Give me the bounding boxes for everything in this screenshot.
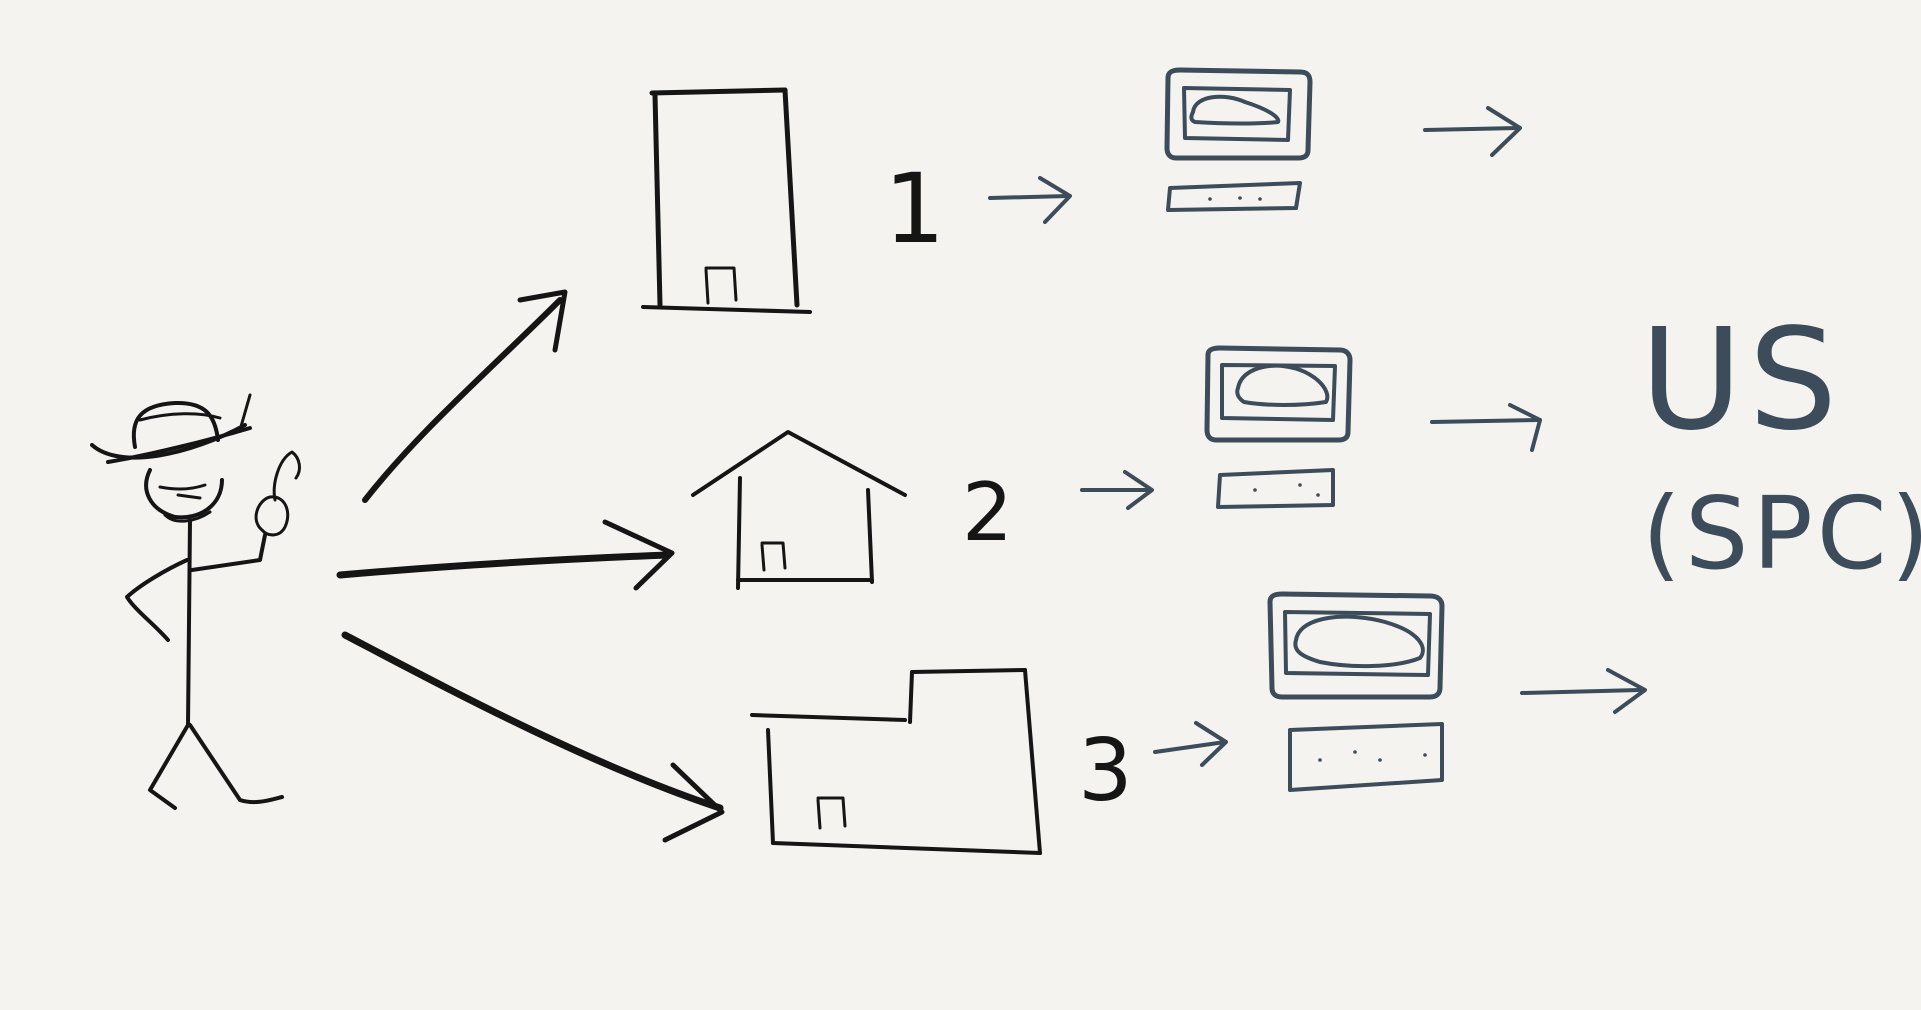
- destination-title: US: [1640, 299, 1843, 462]
- arrow-to-building-2: [336, 519, 675, 591]
- arrow-to-computer-1: [988, 176, 1072, 224]
- warehouse-icon: [750, 668, 1042, 855]
- arrow-from-computer-2: [1430, 403, 1542, 452]
- tall-office-building-icon: [641, 87, 812, 314]
- arrow-to-computer-2: [1080, 470, 1154, 510]
- flow-label-1: 1: [884, 153, 945, 265]
- computer-terminal-icon: [1204, 345, 1353, 509]
- cowboy-hat-icon: [90, 393, 252, 464]
- flow-label-2: 2: [962, 466, 1013, 559]
- house-icon: [691, 430, 907, 590]
- arrow-from-computer-1: [1423, 106, 1522, 157]
- computer-terminal-icon: [1164, 67, 1313, 212]
- stick-figure-person-icon: [90, 393, 301, 810]
- arrow-to-building-3: [341, 631, 725, 843]
- arrow-to-computer-3: [1153, 721, 1228, 767]
- computer-terminal-icon: [1267, 591, 1445, 792]
- flow-label-3: 3: [1078, 721, 1133, 821]
- arrow-from-computer-3: [1520, 668, 1647, 714]
- destination-subtitle: (SPC): [1642, 475, 1921, 592]
- arrow-to-building-1: [362, 289, 568, 503]
